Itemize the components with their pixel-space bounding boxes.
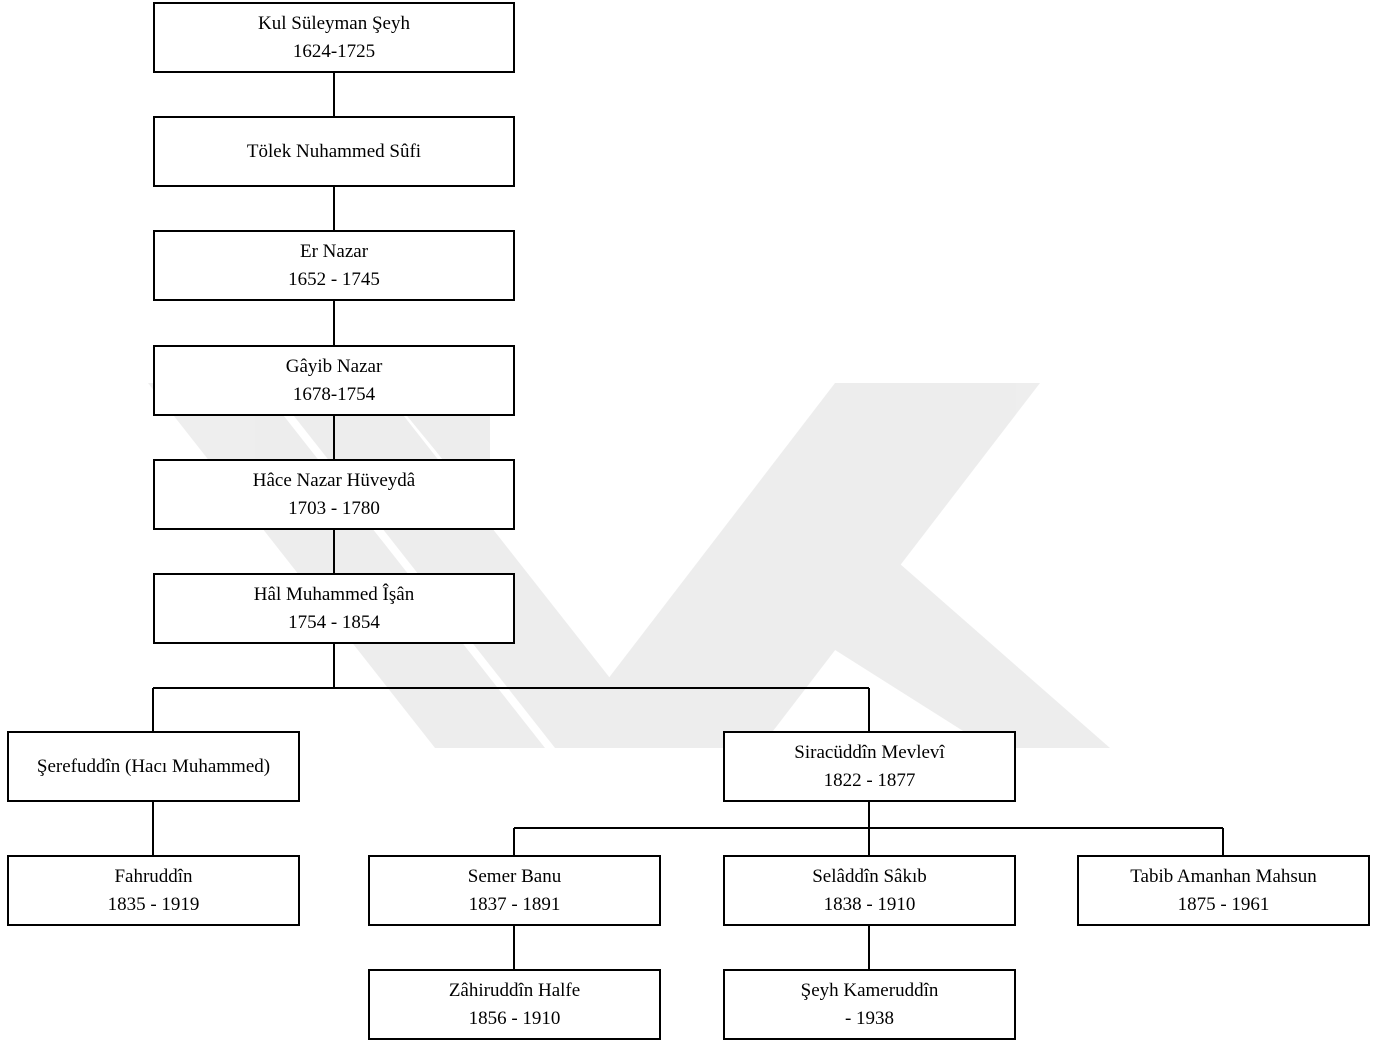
- node-tabib-amanhan-mahsun: Tabib Amanhan Mahsun 1875 - 1961: [1077, 855, 1370, 926]
- node-years: 1875 - 1961: [1177, 893, 1270, 915]
- node-name: Tölek Nuhammed Sûfi: [246, 140, 422, 162]
- node-years: 1822 - 1877: [823, 769, 916, 791]
- node-years: 1838 - 1910: [823, 893, 916, 915]
- node-years: 1703 - 1780: [288, 497, 380, 519]
- node-siracuddin-mevlevi: Siracüddîn Mevlevî 1822 - 1877: [723, 731, 1016, 802]
- node-years: 1835 - 1919: [107, 893, 200, 915]
- node-seladdin-sakib: Selâddîn Sâkıb 1838 - 1910: [723, 855, 1016, 926]
- node-semer-banu: Semer Banu 1837 - 1891: [368, 855, 661, 926]
- node-serefuddin: Şerefuddîn (Hacı Muhammed): [7, 731, 300, 802]
- node-years: 1652 - 1745: [288, 268, 380, 290]
- node-fahruddin: Fahruddîn 1835 - 1919: [7, 855, 300, 926]
- node-name: Zâhiruddîn Halfe: [448, 979, 581, 1001]
- node-years: - 1938: [844, 1007, 895, 1029]
- node-years: 1678-1754: [292, 383, 376, 405]
- node-hace-nazar-huveyda: Hâce Nazar Hüveydâ 1703 - 1780: [153, 459, 515, 530]
- node-kul-suleyman-seyh: Kul Süleyman Şeyh 1624-1725: [153, 2, 515, 73]
- node-name: Tabib Amanhan Mahsun: [1130, 865, 1317, 887]
- node-name: Er Nazar: [299, 240, 369, 262]
- node-zahiruddin-halfe: Zâhiruddîn Halfe 1856 - 1910: [368, 969, 661, 1040]
- node-seyh-kameruddin: Şeyh Kameruddîn - 1938: [723, 969, 1016, 1040]
- node-name: Selâddîn Sâkıb: [812, 865, 927, 887]
- node-er-nazar: Er Nazar 1652 - 1745: [153, 230, 515, 301]
- node-years: 1754 - 1854: [288, 611, 380, 633]
- node-name: Şeyh Kameruddîn: [800, 979, 939, 1001]
- node-name: Fahruddîn: [114, 865, 193, 887]
- node-name: Semer Banu: [467, 865, 562, 887]
- node-name: Kul Süleyman Şeyh: [258, 12, 410, 34]
- node-tolek-nuhammed-sufi: Tölek Nuhammed Sûfi: [153, 116, 515, 187]
- node-name: Siracüddîn Mevlevî: [794, 741, 945, 763]
- node-name: Gâyib Nazar: [285, 355, 383, 377]
- node-name: Şerefuddîn (Hacı Muhammed): [36, 755, 271, 777]
- node-name: Hâce Nazar Hüveydâ: [252, 469, 416, 491]
- node-years: 1856 - 1910: [468, 1007, 561, 1029]
- node-hal-muhammed-isan: Hâl Muhammed Îşân 1754 - 1854: [153, 573, 515, 644]
- node-years: 1837 - 1891: [468, 893, 561, 915]
- node-name: Hâl Muhammed Îşân: [253, 583, 415, 605]
- node-years: 1624-1725: [292, 40, 376, 62]
- node-gayib-nazar: Gâyib Nazar 1678-1754: [153, 345, 515, 416]
